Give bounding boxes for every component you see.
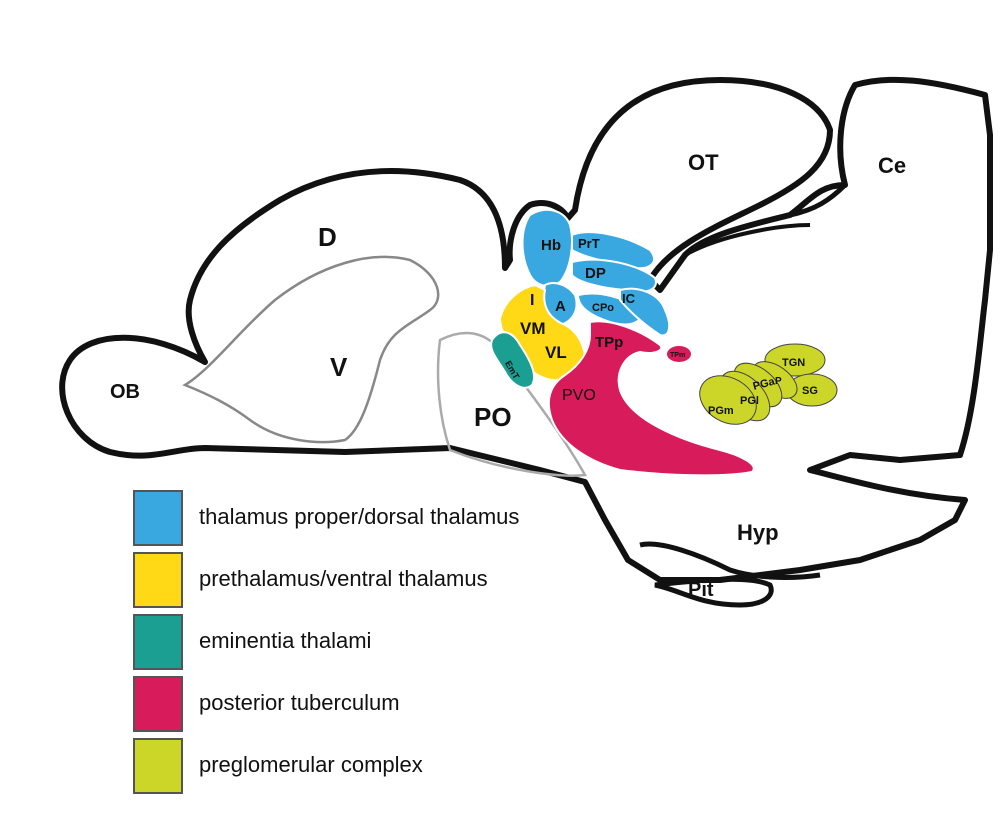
dorsal-posterior-nucleus bbox=[571, 258, 657, 293]
preoptic-thalamic-nucleus bbox=[571, 231, 655, 270]
legend-swatch-prethalamus bbox=[133, 552, 183, 608]
hypothalamus-line bbox=[639, 541, 821, 580]
label-v: V bbox=[330, 352, 348, 382]
label-sg: SG bbox=[802, 385, 818, 397]
legend-label-thalamus: thalamus proper/dorsal thalamus bbox=[199, 504, 520, 529]
legend-item-posterior-tuberculum: posterior tuberculum bbox=[133, 676, 553, 736]
legend-label-preglomerular: preglomerular complex bbox=[199, 752, 423, 777]
label-hyp: Hyp bbox=[737, 520, 779, 545]
label-a: A bbox=[555, 298, 566, 315]
label-vm: VM bbox=[520, 319, 546, 338]
label-d: D bbox=[318, 222, 337, 252]
cerebellum-divider bbox=[789, 183, 847, 218]
label-dp: DP bbox=[585, 265, 606, 282]
legend-label-posterior-tuberculum: posterior tuberculum bbox=[199, 690, 400, 715]
label-ce: Ce bbox=[878, 153, 906, 178]
tpm-nucleus bbox=[665, 344, 693, 364]
pgm-nucleus bbox=[699, 375, 757, 425]
label-ic: IC bbox=[622, 291, 636, 306]
label-prt: PrT bbox=[578, 236, 600, 251]
legend-swatch-thalamus bbox=[133, 490, 183, 546]
label-pga: PGa bbox=[752, 375, 777, 393]
label-vl: VL bbox=[545, 343, 567, 362]
legend-item-prethalamus: prethalamus/ventral thalamus bbox=[133, 552, 553, 612]
label-p: P bbox=[775, 376, 782, 387]
label-tpm: TPm bbox=[670, 352, 685, 359]
thalamus-group bbox=[521, 208, 671, 337]
label-hb: Hb bbox=[541, 237, 561, 254]
label-pgl: PGl bbox=[740, 395, 759, 407]
legend-swatch-preglomerular bbox=[133, 738, 183, 794]
intercalated-nucleus bbox=[619, 287, 671, 337]
legend-item-eminentia: eminentia thalami bbox=[133, 614, 553, 674]
posterior-tuberculum bbox=[547, 320, 755, 477]
label-tpp: TPp bbox=[595, 334, 623, 351]
label-pit: Pit bbox=[688, 579, 714, 601]
label-pvo: PVO bbox=[562, 387, 596, 404]
label-cpo: CPo bbox=[592, 302, 614, 314]
label-i: I bbox=[530, 292, 534, 309]
label-ot: OT bbox=[688, 150, 719, 175]
tectum-lower-line bbox=[684, 223, 811, 257]
ventral-telencephalon-outline bbox=[182, 255, 440, 444]
legend-label-prethalamus: prethalamus/ventral thalamus bbox=[199, 566, 488, 591]
eminentia-thalami bbox=[490, 331, 536, 389]
legend-swatch-posterior-tuberculum bbox=[133, 676, 183, 732]
label-tgn: TGN bbox=[782, 357, 805, 369]
preglomerular-group bbox=[699, 343, 838, 425]
label-ob: OB bbox=[110, 381, 140, 403]
label-po: PO bbox=[474, 402, 512, 432]
label-pgm: PGm bbox=[708, 405, 734, 417]
legend-swatch-eminentia bbox=[133, 614, 183, 670]
legend-label-eminentia: eminentia thalami bbox=[199, 628, 372, 653]
legend-item-preglomerular: preglomerular complex bbox=[133, 738, 553, 798]
pituitary-outline bbox=[654, 576, 774, 608]
legend-item-thalamus: thalamus proper/dorsal thalamus bbox=[133, 490, 553, 550]
